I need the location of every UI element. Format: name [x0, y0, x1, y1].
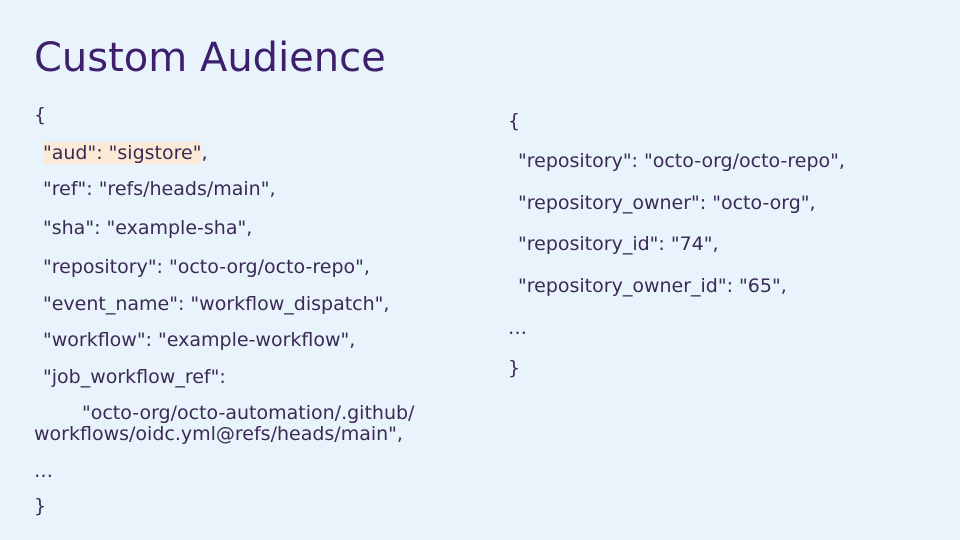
right-close-brace: } [508, 357, 521, 379]
left-ellipsis: … [34, 460, 53, 482]
ref-line: "ref": "refs/heads/main", [43, 178, 276, 200]
job-workflow-ref-line: "job_workflow_ref": [43, 366, 226, 388]
aud-comma: , [201, 142, 208, 164]
repository-line: "repository": "octo-org/octo-repo", [43, 256, 370, 278]
sha-line: "sha": "example-sha", [43, 217, 253, 239]
event-name-line: "event_name": "workflow_dispatch", [43, 293, 390, 315]
workflow-line: "workflow": "example-workflow", [43, 329, 356, 351]
left-close-brace: } [34, 495, 47, 517]
repository-owner-id-line: "repository_owner_id": "65", [518, 275, 787, 297]
job-workflow-ref-value-line2: workflows/oidc.yml@refs/heads/main", [34, 423, 403, 445]
aud-highlight: "aud": "sigstore" [43, 142, 202, 164]
repository-id-line: "repository_id": "74", [518, 233, 719, 255]
aud-line: "aud": "sigstore", [43, 142, 208, 164]
repository-line-right: "repository": "octo-org/octo-repo", [518, 150, 845, 172]
slide-title: Custom Audience [34, 35, 386, 81]
right-json-block: { "repository": "octo-org/octo-repo", "r… [508, 110, 938, 390]
left-json-block: { "aud": "sigstore", "ref": "refs/heads/… [34, 104, 474, 524]
job-workflow-ref-value-line1: "octo-org/octo-automation/.github/ [82, 402, 415, 424]
right-ellipsis: … [508, 317, 527, 339]
repository-owner-line: "repository_owner": "octo-org", [518, 192, 816, 214]
right-open-brace: { [508, 110, 521, 132]
left-open-brace: { [34, 104, 47, 126]
